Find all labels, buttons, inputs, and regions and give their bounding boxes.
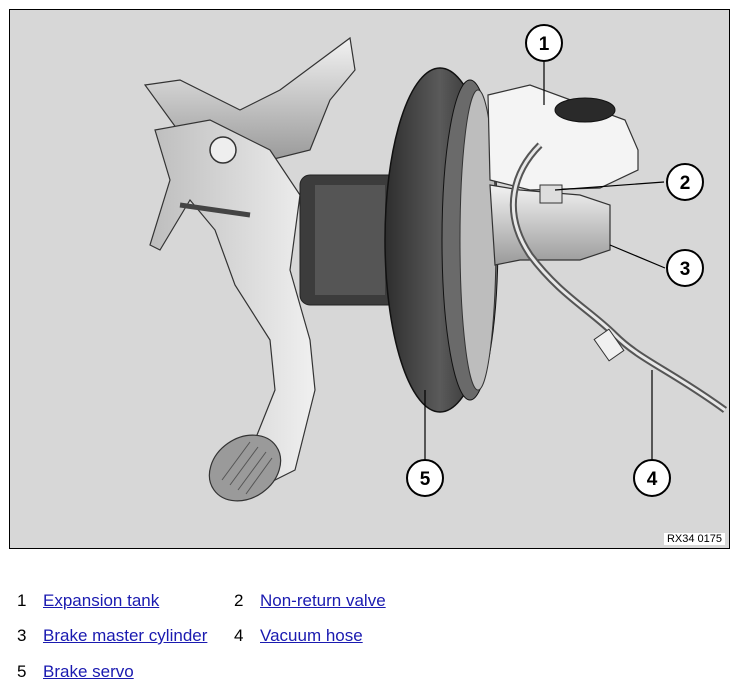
- svg-text:4: 4: [647, 469, 658, 490]
- svg-text:2: 2: [680, 173, 691, 194]
- callout-5: 5: [406, 459, 444, 497]
- link-vacuum-hose[interactable]: Vacuum hose: [260, 626, 363, 645]
- legend-item-4: 4 Vacuum hose: [234, 626, 363, 646]
- svg-text:5: 5: [420, 469, 431, 490]
- pedal-pad-ridges: [221, 441, 273, 495]
- figure-id-label: RX34 0175: [663, 533, 725, 545]
- adjuster-bolt: [179, 202, 251, 218]
- pivot-bolt: [209, 136, 237, 164]
- legend-number: 5: [17, 662, 27, 681]
- callout-1: 1: [525, 24, 563, 62]
- legend-item-1: 1 Expansion tank: [17, 591, 159, 611]
- link-non-return-valve[interactable]: Non-return valve: [260, 591, 386, 610]
- brake-pedal-arm: [149, 119, 316, 486]
- callout-4: 4: [633, 459, 671, 497]
- servo-pushrod-housing-inner: [315, 185, 385, 295]
- legend-item-3: 3 Brake master cylinder: [17, 626, 207, 646]
- callout-2: 2: [666, 163, 704, 201]
- non-return-valve: [539, 184, 563, 204]
- expansion-tank: [487, 84, 639, 191]
- brake-assembly-illustration: 1 2 3 4 5: [143, 24, 728, 502]
- legend-number: 3: [17, 626, 27, 645]
- svg-text:1: 1: [539, 34, 550, 55]
- legend-number: 1: [17, 591, 27, 610]
- legend-item-5: 5 Brake servo: [17, 662, 134, 682]
- diagram-figure: 1 2 3 4 5 RX34 0175: [9, 9, 730, 549]
- callout-3: 3: [666, 249, 704, 287]
- hose-connector: [593, 328, 625, 362]
- link-brake-master-cylinder[interactable]: Brake master cylinder: [43, 626, 208, 645]
- pedal-pad: [208, 434, 282, 502]
- legend-item-2: 2 Non-return valve: [234, 591, 386, 611]
- link-brake-servo[interactable]: Brake servo: [43, 662, 134, 681]
- legend-number: 2: [234, 591, 244, 610]
- svg-text:3: 3: [680, 259, 691, 280]
- link-expansion-tank[interactable]: Expansion tank: [43, 591, 160, 610]
- expansion-tank-cap: [554, 97, 616, 123]
- leader-lines: [424, 62, 666, 465]
- legend-number: 4: [234, 626, 244, 645]
